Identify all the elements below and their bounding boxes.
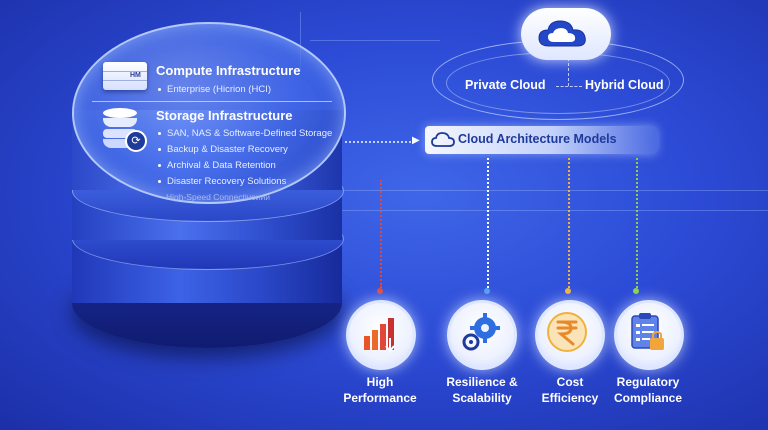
compute-item: Enterprise (Hicrion (HCI) — [158, 84, 271, 95]
banner-label: Cloud Architecture Models — [458, 132, 617, 146]
connector-node — [565, 288, 571, 294]
cloud-connector — [568, 58, 569, 86]
feature-label-resilience: Resilience &Scalability — [446, 375, 518, 405]
storage-item-faded: High-Speed Connectivoиии — [166, 192, 271, 202]
connector-line — [345, 141, 415, 143]
grid-line — [310, 40, 440, 41]
cloud-outline-icon — [431, 132, 455, 147]
feature-resilience-scalability — [447, 300, 517, 370]
storage-icon: ⟳ — [101, 108, 147, 152]
grid-line — [340, 190, 768, 191]
feature-cost-efficiency — [535, 300, 605, 370]
gears-icon — [462, 313, 500, 351]
storage-item: SAN, NAS & Software-Defined Storage — [158, 128, 332, 139]
connector-node — [377, 288, 383, 294]
cloud-connector — [556, 86, 582, 87]
connector-node — [484, 288, 490, 294]
grid-line — [300, 12, 301, 72]
storage-title: Storage Infrastructure — [156, 108, 293, 123]
feature-connector — [636, 158, 638, 288]
sync-badge-icon: ⟳ — [125, 130, 147, 152]
storage-item: Disaster Recovery Solutions — [158, 176, 286, 187]
rupee-icon — [547, 312, 587, 352]
connector-node — [633, 288, 639, 294]
compute-title: Compute Infrastructure — [156, 63, 301, 78]
stack-divider — [92, 101, 332, 102]
storage-item: Archival & Data Retention — [158, 160, 276, 171]
bar-chart-icon — [364, 318, 395, 353]
cloud-icon — [538, 20, 586, 47]
feature-connector — [487, 158, 489, 288]
hybrid-cloud-label: Hybrid Cloud — [585, 78, 664, 92]
storage-item: Backup & Disaster Recovery — [158, 144, 288, 155]
feature-connector — [380, 180, 382, 288]
cloud-architecture-banner: Cloud Architecture Models — [425, 126, 657, 154]
grid-line — [340, 210, 768, 211]
feature-high-performance — [346, 300, 416, 370]
feature-regulatory-compliance — [614, 300, 684, 370]
cloud-badge — [521, 8, 611, 60]
connector-arrow-icon: ▶ — [412, 135, 420, 146]
feature-connector — [568, 158, 570, 288]
compute-icon-text: HM — [130, 72, 141, 79]
clipboard-lock-icon — [631, 313, 664, 350]
compute-icon: HM — [103, 62, 147, 90]
private-cloud-label: Private Cloud — [465, 78, 546, 92]
